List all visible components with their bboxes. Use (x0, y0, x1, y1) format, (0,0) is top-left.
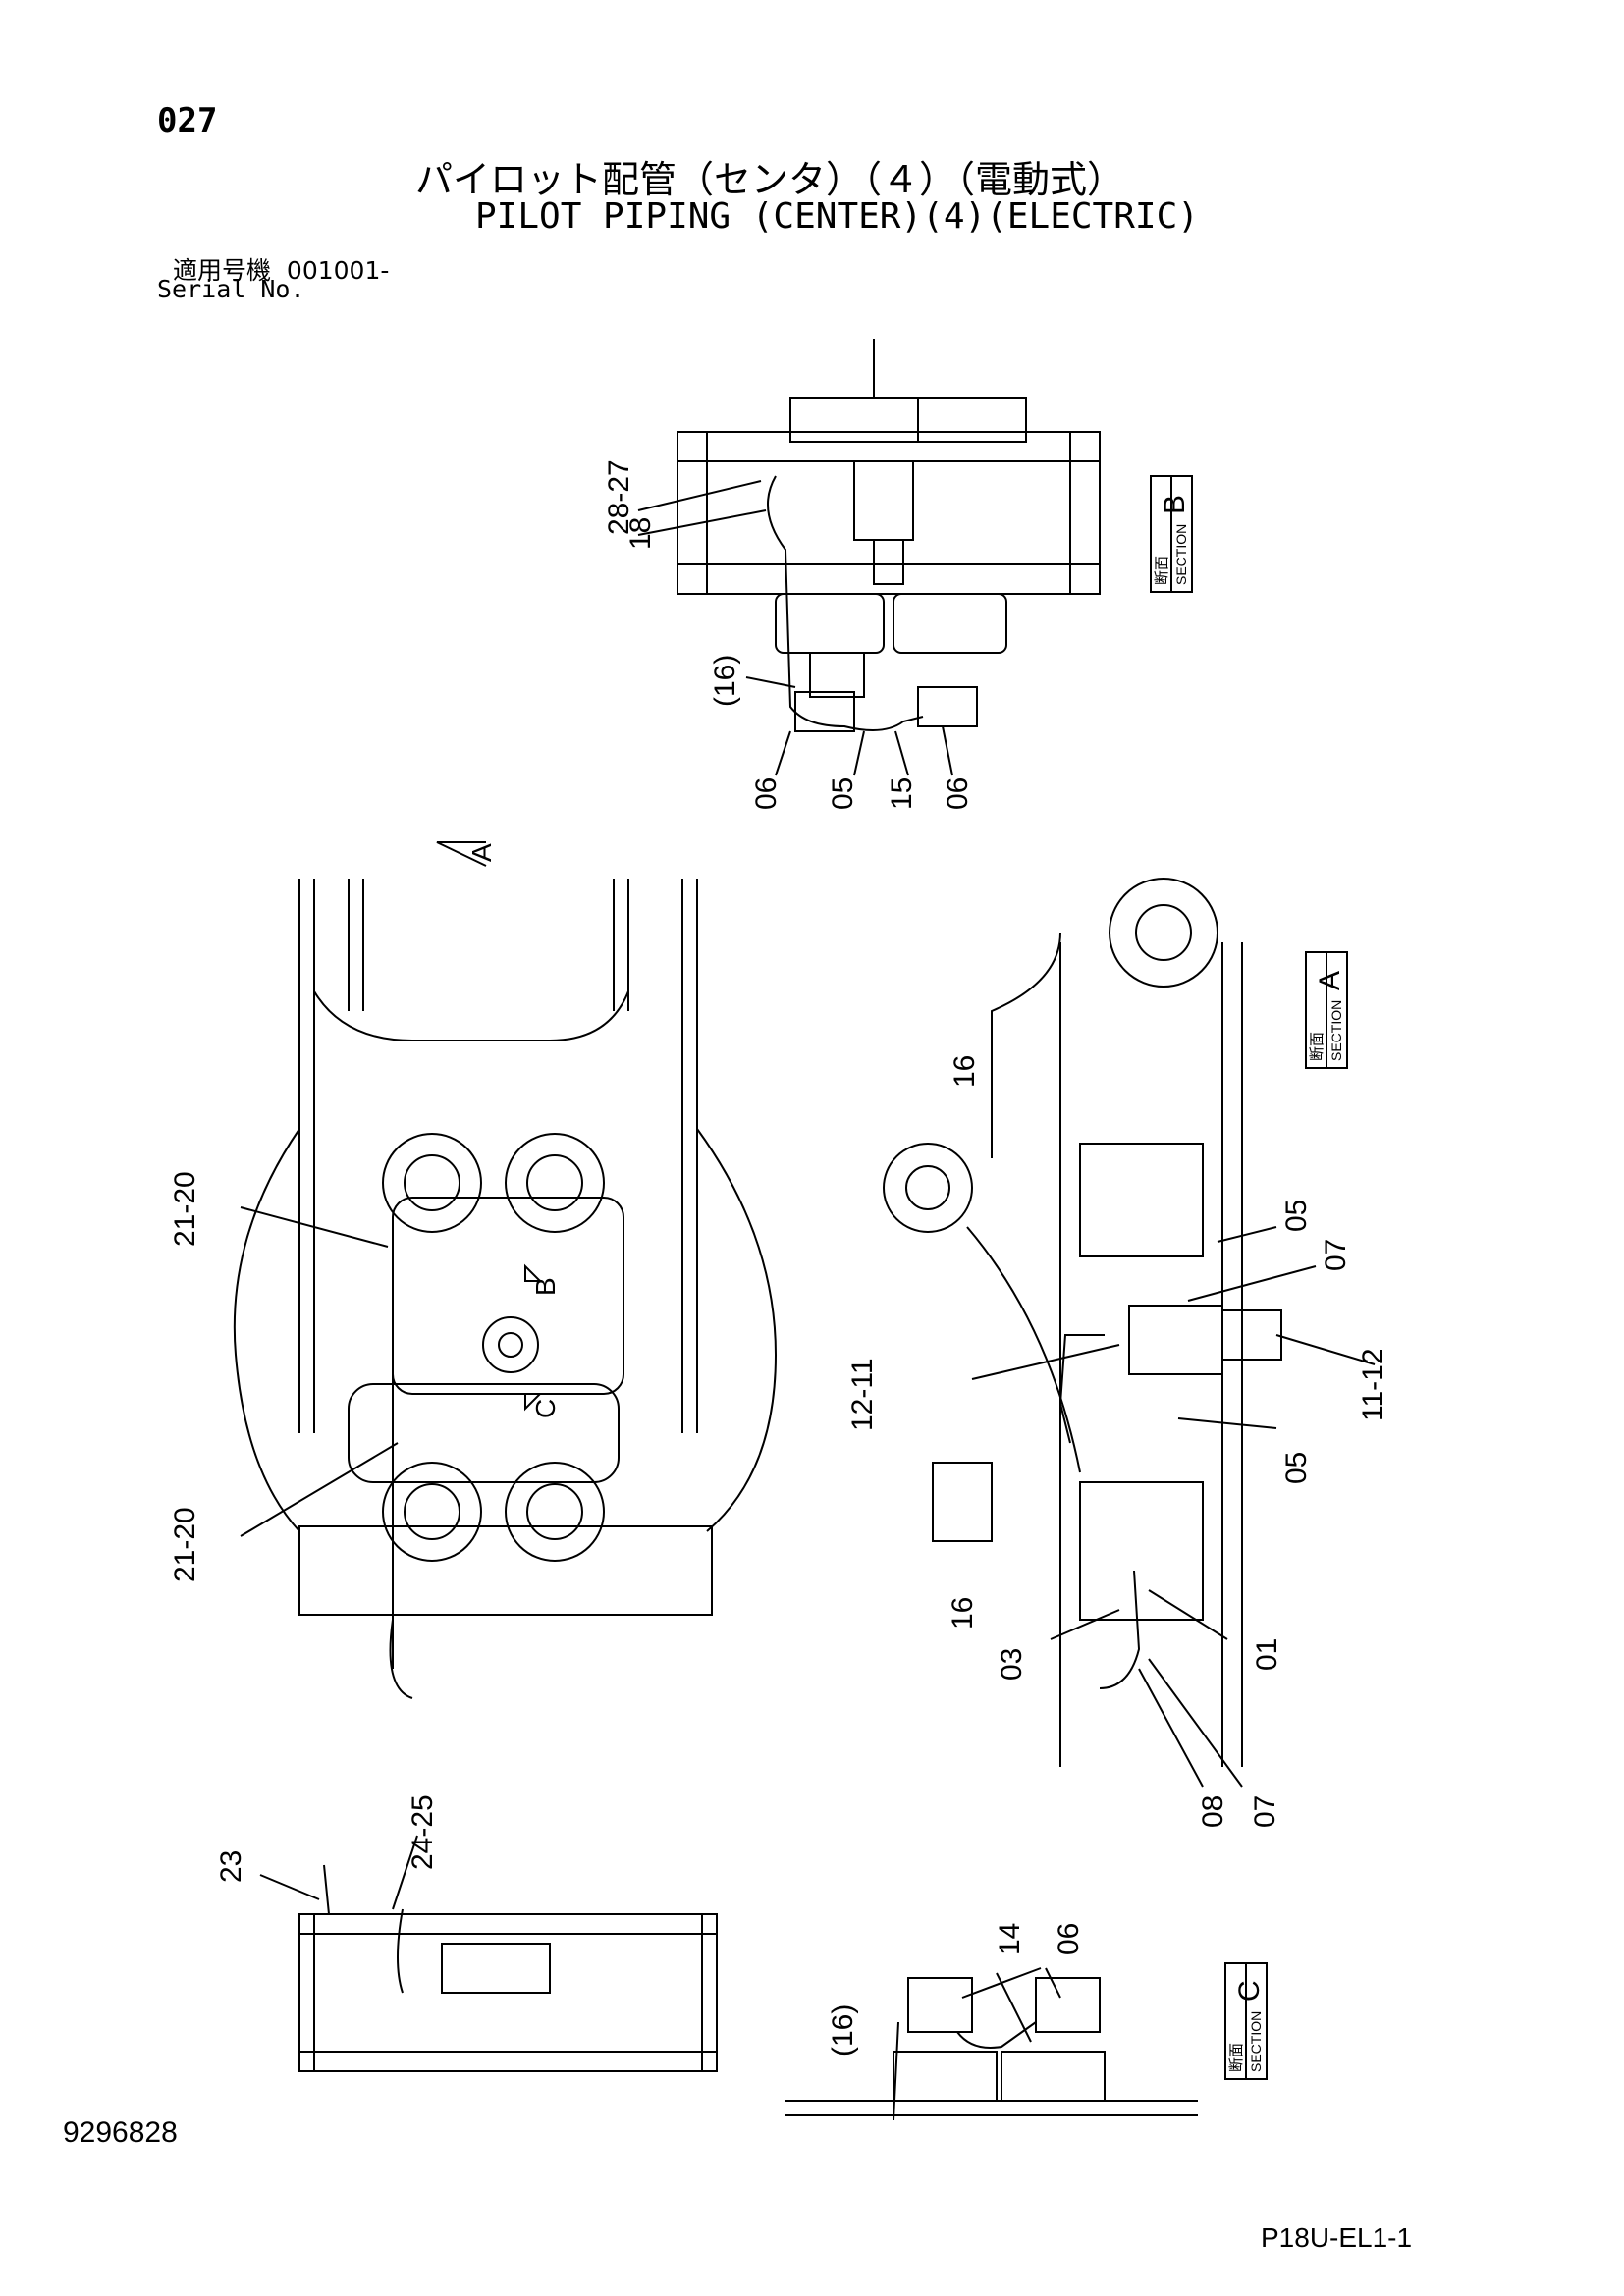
callout-11-12: 11-12 (1357, 1348, 1389, 1421)
section-c-view (785, 1967, 1198, 2121)
section-b-en: SECTION (1173, 524, 1189, 585)
page-number: 027 (157, 101, 218, 140)
callout-21-20-bottom: 21-20 (169, 1507, 201, 1582)
travel-motor-ring-4 (505, 1462, 605, 1562)
section-a-en: SECTION (1328, 1000, 1344, 1061)
travel-motor-ring-3 (382, 1462, 482, 1562)
section-b-jp: 断面 (1154, 556, 1170, 585)
serial-label-jp: 適用号機 (173, 256, 272, 285)
callout-05-b: 05 (827, 777, 859, 810)
pilot-hose-a (1058, 1334, 1105, 1444)
callout-07-a-top: 07 (1320, 1239, 1352, 1271)
swivel-joint (789, 397, 919, 443)
callout-07-a-bottom: 07 (1249, 1795, 1281, 1828)
callout-16-b: (16) (709, 655, 741, 707)
serial-range: 001001- (286, 256, 390, 285)
pilot-hose-a2 (1099, 1570, 1141, 1689)
callout-16-c: (16) (827, 2004, 859, 2056)
pilot-line (389, 1619, 413, 1699)
callout-06-c: 06 (1053, 1923, 1085, 1955)
callout-12-11: 12-11 (846, 1358, 879, 1431)
section-c-en: SECTION (1248, 2011, 1264, 2072)
callout-08: 08 (1197, 1795, 1229, 1828)
lower-crossmember (298, 1525, 713, 1616)
section-b-letter: B (1159, 495, 1191, 514)
callout-18: 18 (624, 517, 657, 550)
side-view (259, 1835, 718, 2072)
valve-block-c-right (1035, 1977, 1101, 2033)
callout-05-a-mid: 05 (1280, 1452, 1313, 1484)
callout-21-20-top: 21-20 (169, 1171, 201, 1247)
view-marker-a: A (466, 843, 497, 862)
view-marker-b: B (530, 1277, 561, 1296)
callout-05-a-top: 05 (1280, 1200, 1313, 1232)
callout-06-b-right: 06 (942, 777, 974, 810)
pilot-hose (767, 475, 924, 731)
pilot-hose-c (956, 2021, 1037, 2049)
section-b-view (637, 339, 1101, 776)
valve-block-right (917, 686, 978, 727)
travel-motor-left (775, 593, 885, 654)
callout-16-a-top: 16 (948, 1055, 981, 1088)
callout-28-27: 28-27 (603, 459, 635, 535)
travel-motor-ring-1 (382, 1133, 482, 1233)
view-marker-c: C (530, 1399, 561, 1418)
callout-24-25: 24-25 (406, 1794, 439, 1870)
pilot-hose-side (397, 1908, 404, 1994)
center-plate (348, 1383, 620, 1483)
right-frame-curve (696, 1128, 778, 1532)
callout-23: 23 (215, 1850, 247, 1883)
section-a-label: 断面 SECTION A (1309, 971, 1346, 1061)
section-b-label: 断面 SECTION B (1154, 495, 1191, 585)
section-c-label: 断面 SECTION C (1228, 1980, 1266, 2072)
frame-outline (677, 431, 1101, 595)
frame-side (298, 1913, 718, 2072)
idler-bracket (1109, 878, 1218, 988)
callout-16-a-bottom: 16 (947, 1597, 979, 1629)
serial-label-english: Serial No. (157, 275, 305, 303)
section-a-view (883, 878, 1376, 1788)
view-arrow-a (436, 841, 487, 867)
section-c-jp: 断面 (1228, 2043, 1245, 2072)
callout-15-b: 15 (886, 777, 918, 810)
travel-motor-upper (1079, 1143, 1204, 1257)
valve-unit (1128, 1305, 1223, 1375)
section-c-letter: C (1233, 1980, 1266, 2002)
callout-01: 01 (1251, 1638, 1283, 1671)
travel-motor-lower (1079, 1481, 1204, 1621)
callout-14: 14 (994, 1923, 1026, 1955)
section-b-label-box (1150, 475, 1193, 593)
page-code: P18U-EL1-1 (1261, 2222, 1413, 2253)
valve-block-c-left (907, 1977, 973, 2033)
section-a-label-box (1305, 951, 1348, 1069)
serial-label-japanese: 適用号機 001001- (173, 251, 389, 287)
travel-motor-ring-2 (505, 1133, 605, 1233)
section-c-label-box (1224, 1962, 1268, 2080)
left-frame-curve (233, 1128, 300, 1532)
document-number: 9296828 (63, 2116, 178, 2149)
center-joint (482, 1316, 539, 1373)
section-a-jp: 断面 (1309, 1032, 1326, 1061)
page-title-english: PILOT PIPING (CENTER)(4)(ELECTRIC) (475, 196, 1199, 237)
callout-06-b-left: 06 (750, 777, 783, 810)
page-title-japanese: パイロット配管（センタ）（４）（電動式） (415, 158, 1125, 201)
travel-motor-right (893, 593, 1007, 654)
callout-03: 03 (996, 1648, 1028, 1681)
section-a-letter: A (1314, 971, 1346, 990)
lower-frame-plan-view (233, 879, 778, 1699)
